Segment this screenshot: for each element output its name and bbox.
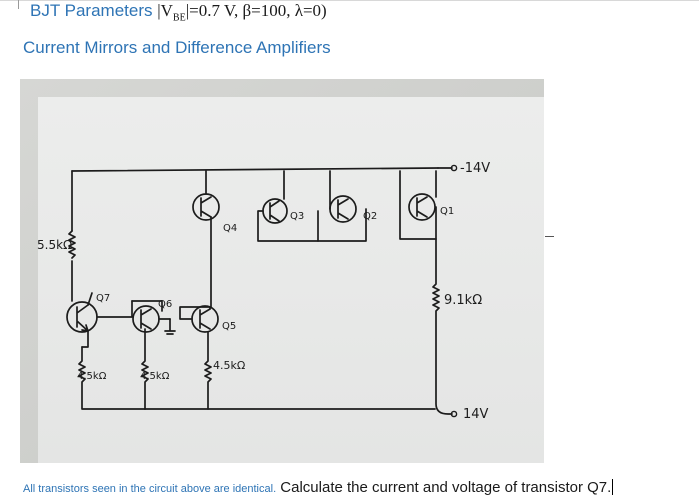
text-cursor — [612, 479, 614, 495]
wire-q6-collector — [131, 300, 163, 312]
q4-symbol — [200, 196, 212, 218]
left-edge-mark — [18, 0, 19, 9]
resistor-4-5k-c — [204, 331, 212, 410]
ground-symbol — [164, 318, 176, 335]
q7-symbol — [76, 304, 89, 332]
label-q1: Q1 — [440, 206, 454, 217]
question-text: Calculate the current and voltage of tra… — [276, 479, 612, 496]
label-q3: Q3 — [290, 211, 304, 222]
q1-symbol — [416, 196, 428, 218]
wire-top-rail — [71, 167, 439, 172]
label-q5: Q5 — [222, 321, 236, 332]
label-neg-supply: -14V — [460, 161, 490, 176]
label-r-9-1k: 9.1kΩ — [444, 293, 482, 308]
q5-symbol — [199, 308, 211, 330]
wire-q7-base — [96, 300, 133, 318]
label-q7: Q7 — [96, 293, 110, 304]
wire-q2-leads — [317, 170, 367, 242]
label-r-4-5k-c: 4.5kΩ — [213, 359, 245, 372]
pos-supply-terminal — [450, 410, 458, 418]
resistor-4-5k-b — [141, 328, 149, 410]
label-q4: Q4 — [223, 223, 237, 234]
right-edge-mark — [545, 236, 554, 237]
wire-q5-base — [179, 306, 211, 320]
wire-q3-leads — [257, 170, 319, 242]
resistor-9-1k — [432, 238, 453, 415]
label-pos-supply: 14V — [463, 407, 489, 422]
q6-symbol — [140, 308, 152, 330]
header-title: BJT Parameters — [30, 1, 158, 20]
label-q2: Q2 — [363, 211, 377, 222]
label-q6: Q6 — [158, 299, 172, 310]
circuit-diagram: -14V 14V 5.5kΩ 9.1kΩ 4.5kΩ 4.5kΩ 4.5kΩ Q… — [20, 79, 544, 463]
label-r-4-5k-b: 4.5kΩ — [140, 371, 170, 382]
label-r-5-5k: 5.5kΩ — [37, 238, 72, 252]
top-rule — [0, 0, 699, 1]
bjt-parameters: |VBE|=0.7 V, β=100, λ=0) — [157, 1, 327, 24]
label-r-4-5k-a: 4.5kΩ — [77, 371, 107, 382]
section-subtitle: Current Mirrors and Difference Amplifier… — [23, 38, 331, 57]
neg-supply-terminal — [450, 164, 458, 172]
paper-sheet — [38, 97, 544, 463]
q2-symbol — [337, 198, 349, 220]
page-header: BJT Parameters |VBE|=0.7 V, β=100, λ=0) — [30, 0, 327, 24]
resistor-5-5k — [68, 230, 76, 259]
resistor-4-5k-a — [78, 346, 146, 410]
q7-leads — [81, 292, 93, 348]
identical-transistors-note: All transistors seen in the circuit abov… — [23, 483, 277, 495]
circuit-photo: -14V 14V 5.5kΩ 9.1kΩ 4.5kΩ 4.5kΩ 4.5kΩ Q… — [20, 79, 544, 463]
transistor-q1 — [408, 193, 436, 221]
q3-symbol — [269, 200, 280, 222]
wire-q1-leads — [399, 170, 437, 240]
wire-q4-leads — [205, 170, 212, 308]
question-line: All transistors seen in the circuit abov… — [23, 479, 699, 501]
